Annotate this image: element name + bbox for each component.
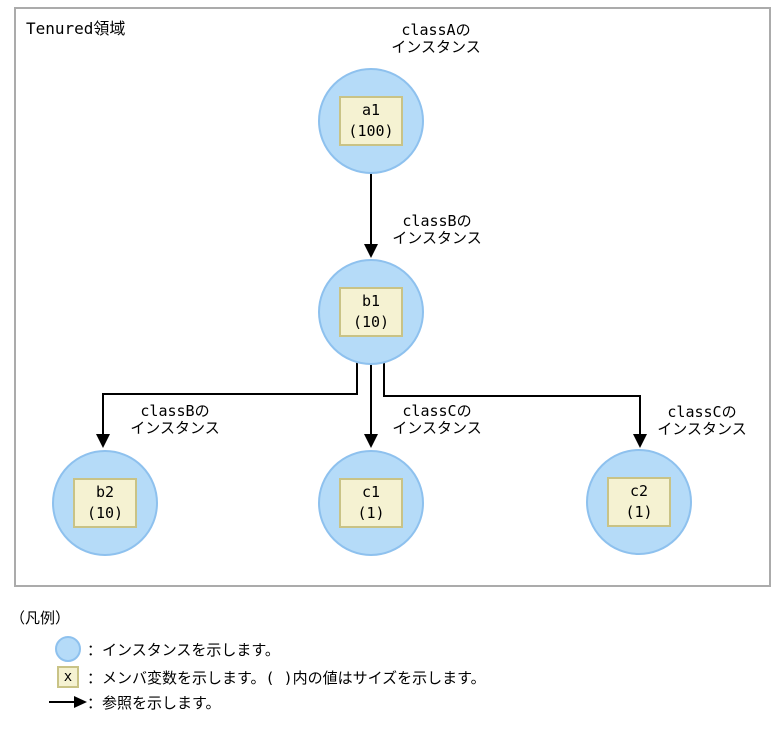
member-name: a1	[361, 101, 381, 119]
instance-a1: a1 (100)	[318, 68, 424, 174]
class-label-a1: classAの インスタンス	[356, 22, 516, 56]
member-name: b2	[95, 483, 115, 501]
member-name: c2	[629, 482, 649, 500]
member-box-c2: c2 (1)	[607, 477, 671, 527]
instance-c2: c2 (1)	[586, 449, 692, 555]
member-size: (1)	[625, 503, 653, 521]
class-label-b2: classBの インスタンス	[95, 403, 255, 437]
reference-arrow-icon	[49, 696, 87, 708]
legend-item-instance: ：インスタンスを示します。	[49, 636, 280, 662]
class-label-line: インスタンス	[657, 420, 747, 438]
class-label-c1: classCの インスタンス	[357, 403, 517, 437]
class-label-b1: classBの インスタンス	[357, 213, 517, 247]
instance-circle-icon	[55, 636, 81, 662]
member-box-icon: x	[57, 666, 79, 688]
instance-c1: c1 (1)	[318, 450, 424, 556]
instance-b2: b2 (10)	[52, 450, 158, 556]
class-label-line: インスタンス	[392, 229, 482, 247]
member-box-symbol: x	[63, 669, 73, 685]
class-label-line: classAの	[401, 21, 471, 39]
legend-title: （凡例）	[10, 609, 71, 627]
legend-item-text: ：メンバ変数を示します。( )内の値はサイズを示します。	[87, 668, 486, 687]
legend-item-member: x ：メンバ変数を示します。( )内の値はサイズを示します。	[49, 666, 486, 688]
class-label-line: classBの	[140, 402, 210, 420]
member-size: (1)	[357, 504, 385, 522]
member-name: b1	[361, 292, 381, 310]
member-size: (10)	[352, 313, 390, 331]
member-box-c1: c1 (1)	[339, 478, 403, 528]
class-label-line: インスタンス	[392, 419, 482, 437]
legend-item-text: ：参照を示します。	[87, 693, 221, 712]
tenured-area-title: Tenured領域	[26, 19, 126, 38]
class-label-line: classBの	[402, 212, 472, 230]
member-size: (10)	[86, 504, 124, 522]
legend-item-text: ：インスタンスを示します。	[87, 640, 280, 659]
legend-item-reference: ：参照を示します。	[49, 691, 221, 713]
class-label-line: classCの	[667, 403, 737, 421]
member-box-a1: a1 (100)	[339, 96, 403, 146]
class-label-line: インスタンス	[130, 419, 220, 437]
member-size: (100)	[348, 122, 394, 140]
member-box-b2: b2 (10)	[73, 478, 137, 528]
member-box-b1: b1 (10)	[339, 287, 403, 337]
instance-b1: b1 (10)	[318, 259, 424, 365]
class-label-line: インスタンス	[391, 38, 481, 56]
class-label-c2: classCの インスタンス	[622, 404, 779, 438]
class-label-line: classCの	[402, 402, 472, 420]
member-name: c1	[361, 483, 381, 501]
